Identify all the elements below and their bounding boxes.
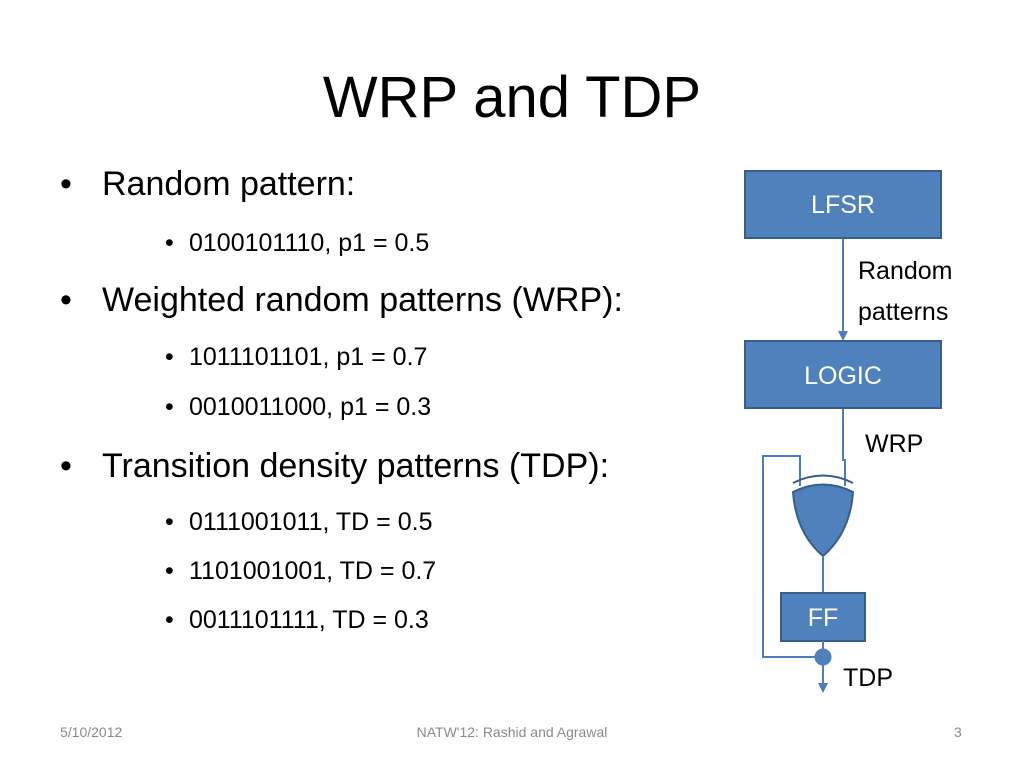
wrp-label: WRP: [865, 430, 923, 458]
sub-bullet-text: 1101001001, TD = 0.7: [189, 557, 437, 585]
sub-bullet-marker: •: [165, 606, 174, 634]
bullet-text: Transition density patterns (TDP):: [102, 447, 610, 485]
logic-block: LOGIC: [744, 340, 942, 409]
sub-bullet-marker: •: [165, 508, 174, 536]
footer-center: NATW'12: Rashid and Agrawal: [416, 724, 608, 740]
random-label-line1: Random: [858, 257, 953, 285]
sub-bullet-marker: •: [165, 557, 174, 585]
bullet-marker: •: [60, 281, 72, 319]
random-label-line2: patterns: [858, 298, 948, 326]
ff-label: FF: [808, 604, 839, 632]
footer-date: 5/10/2012: [60, 724, 123, 740]
sub-bullet-text: 0100101110, p1 = 0.5: [189, 229, 430, 257]
lfsr-block: LFSR: [744, 170, 942, 239]
lfsr-label: LFSR: [811, 191, 875, 219]
slide-title: WRP and TDP: [322, 65, 702, 130]
feedback-wire: [762, 455, 823, 658]
sub-bullet-text: 0011101111, TD = 0.3: [189, 606, 429, 634]
bullet-text: Weighted random patterns (WRP):: [102, 281, 623, 319]
sub-bullet-text: 0111001011, TD = 0.5: [189, 508, 433, 536]
wrp-wire: [842, 409, 846, 486]
footer-page-number: 3: [954, 724, 962, 740]
logic-label: LOGIC: [804, 362, 882, 390]
tdp-label: TDP: [843, 664, 893, 692]
sub-bullet-marker: •: [165, 393, 174, 421]
bullet-text: Random pattern:: [102, 165, 356, 203]
sub-bullet-text: 1011101101, p1 = 0.7: [189, 343, 428, 371]
sub-bullet-marker: •: [165, 229, 174, 257]
bullet-marker: •: [60, 165, 72, 203]
sub-bullet-marker: •: [165, 343, 174, 371]
junction-dot: [814, 648, 832, 666]
bullet-marker: •: [60, 447, 72, 485]
ff-block: FF: [780, 592, 866, 642]
xor-gate-icon: [791, 474, 855, 558]
sub-bullet-text: 0010011000, p1 = 0.3: [189, 393, 432, 421]
